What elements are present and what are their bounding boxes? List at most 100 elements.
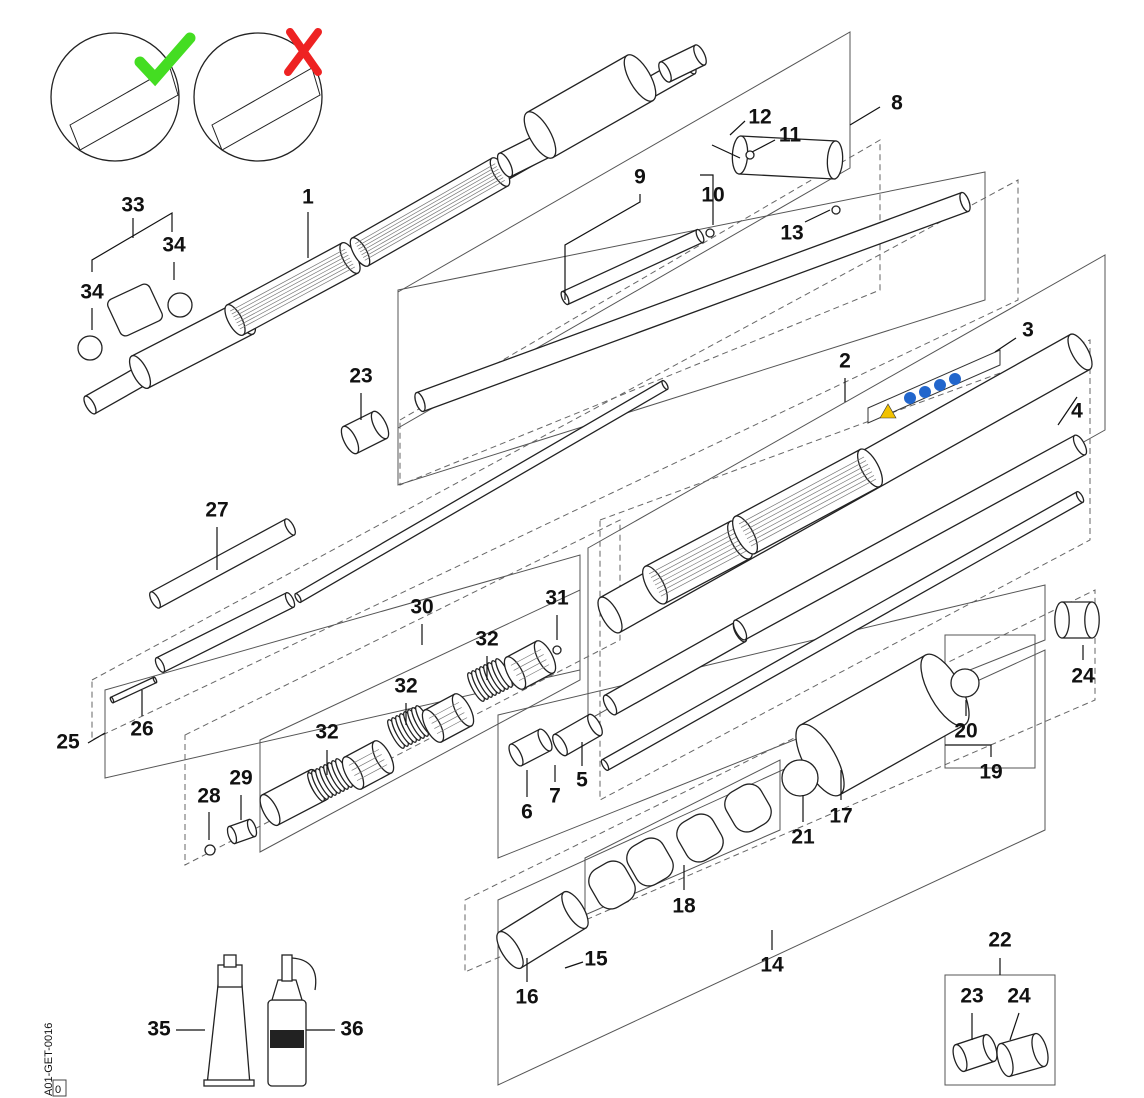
callout-14[interactable]: 14: [760, 954, 784, 977]
callout-20[interactable]: 20: [954, 720, 977, 743]
bearing-cage-30-rib: [434, 712, 465, 729]
grip-2-rib: [656, 543, 743, 590]
callout-25[interactable]: 25: [56, 731, 80, 754]
grip-1-rib: [234, 257, 351, 321]
tube-5-start: [602, 694, 618, 716]
callout-29[interactable]: 29: [229, 767, 252, 790]
callout-24-kit[interactable]: 24: [1007, 985, 1031, 1008]
callout-27[interactable]: 27: [205, 499, 228, 522]
bearing-cage-30-rib: [510, 649, 542, 666]
bearing-cage-30-rib: [431, 707, 462, 724]
callout-32[interactable]: 32: [315, 721, 338, 744]
callout-6[interactable]: 6: [521, 801, 533, 824]
callout-4[interactable]: 4: [1071, 400, 1083, 423]
pin-26-start: [109, 696, 115, 704]
callout-7[interactable]: 7: [549, 785, 561, 808]
drawing-code: A01-GET-0016: [43, 1023, 55, 1096]
warning-label-3: [867, 349, 1001, 424]
bearing-cage-30-end: [533, 640, 557, 674]
callout-11[interactable]: 11: [779, 124, 802, 147]
drive-shaft-9-end: [695, 228, 705, 244]
callout-33[interactable]: 33: [121, 194, 144, 217]
callout-34[interactable]: 34: [162, 234, 186, 257]
grip-1-rib: [236, 260, 352, 324]
warning-label-symbol: [919, 386, 931, 398]
grip-2-upper-rib: [748, 475, 875, 543]
tube-5-upper-start: [732, 619, 748, 641]
callout-23-kit[interactable]: 23: [960, 985, 983, 1008]
callout-10[interactable]: 10: [701, 184, 724, 207]
callout-15[interactable]: 15: [584, 948, 608, 971]
outline-14-dashed: [464, 589, 1096, 973]
drawing-code-box: [52, 1079, 67, 1097]
grip-2-upper-rib: [744, 467, 871, 536]
warning-label-symbol: [934, 379, 946, 391]
bearing-cage-30-start: [421, 709, 445, 743]
callout-8[interactable]: 8: [891, 92, 903, 115]
callout-17[interactable]: 17: [829, 805, 852, 828]
grease-tube: [203, 954, 255, 1087]
callout-18[interactable]: 18: [672, 895, 696, 918]
grip-1-rib: [229, 248, 346, 312]
bearing-cage-30-start: [341, 756, 365, 790]
grip-1-upper-rib: [359, 171, 501, 253]
grip-2-upper-rib: [742, 463, 869, 532]
callout-21[interactable]: 21: [791, 826, 815, 849]
callout-32[interactable]: 32: [475, 628, 498, 651]
gearbox-housing-1-start: [523, 111, 557, 159]
callout-22[interactable]: 22: [988, 929, 1011, 952]
callout-9[interactable]: 9: [634, 166, 646, 189]
leader-lines: [87, 106, 1084, 1041]
callout-13[interactable]: 13: [780, 222, 803, 245]
grip-1-upper-rib: [356, 166, 497, 247]
callout-1[interactable]: 1: [302, 186, 314, 209]
drive-rod-end: [661, 379, 669, 391]
bearing-cage-30-rib: [428, 702, 460, 719]
callout-34[interactable]: 34: [80, 281, 104, 304]
outline-30-dashed: [184, 519, 621, 866]
bushing-16-end: [561, 890, 589, 930]
outline-9: [397, 171, 986, 486]
tube-1-joint-start: [496, 152, 514, 178]
circlip-28: [204, 844, 216, 856]
outline-22: [944, 974, 1056, 1086]
callout-26[interactable]: 26: [130, 718, 153, 741]
oil-bottle: [267, 954, 317, 1087]
grip-2-upper-rib: [738, 456, 865, 525]
bushing-5-start: [552, 733, 568, 757]
callout-23[interactable]: 23: [349, 365, 372, 388]
callout-2[interactable]: 2: [839, 350, 851, 373]
damper-ring-18: [588, 860, 636, 910]
clamp-33: [107, 283, 163, 337]
callout-5[interactable]: 5: [576, 769, 588, 792]
tube-2-end: [1067, 333, 1093, 371]
drive-rod-start: [294, 592, 302, 604]
callout-3[interactable]: 3: [1022, 319, 1034, 342]
callout-16[interactable]: 16: [515, 986, 538, 1009]
callout-28[interactable]: 28: [197, 785, 221, 808]
callout-12[interactable]: 12: [748, 106, 771, 129]
grip-1-rib: [238, 263, 354, 327]
callout-31[interactable]: 31: [545, 587, 569, 610]
tube-1-end-end: [693, 44, 707, 66]
bushing-5-end: [587, 713, 603, 737]
grip-2-rib: [658, 547, 745, 593]
cap-24-end: [1084, 601, 1100, 639]
tube-9-end: [959, 191, 971, 213]
pin-26-end: [152, 676, 158, 684]
callout-32[interactable]: 32: [394, 675, 417, 698]
callout-30[interactable]: 30: [410, 596, 433, 619]
damper-ring-18: [676, 813, 724, 863]
callout-19[interactable]: 19: [979, 761, 1002, 784]
callout-35[interactable]: 35: [147, 1018, 171, 1041]
bearing-cage-30-rib: [436, 717, 468, 734]
pin-26: [109, 676, 158, 704]
tube-1-end-start: [658, 61, 672, 83]
callout-24[interactable]: 24: [1071, 665, 1095, 688]
outline-8-dashed: [399, 139, 881, 486]
callout-36[interactable]: 36: [340, 1018, 363, 1041]
check-mark-icon: [134, 32, 196, 87]
inset-correct: [50, 32, 196, 162]
